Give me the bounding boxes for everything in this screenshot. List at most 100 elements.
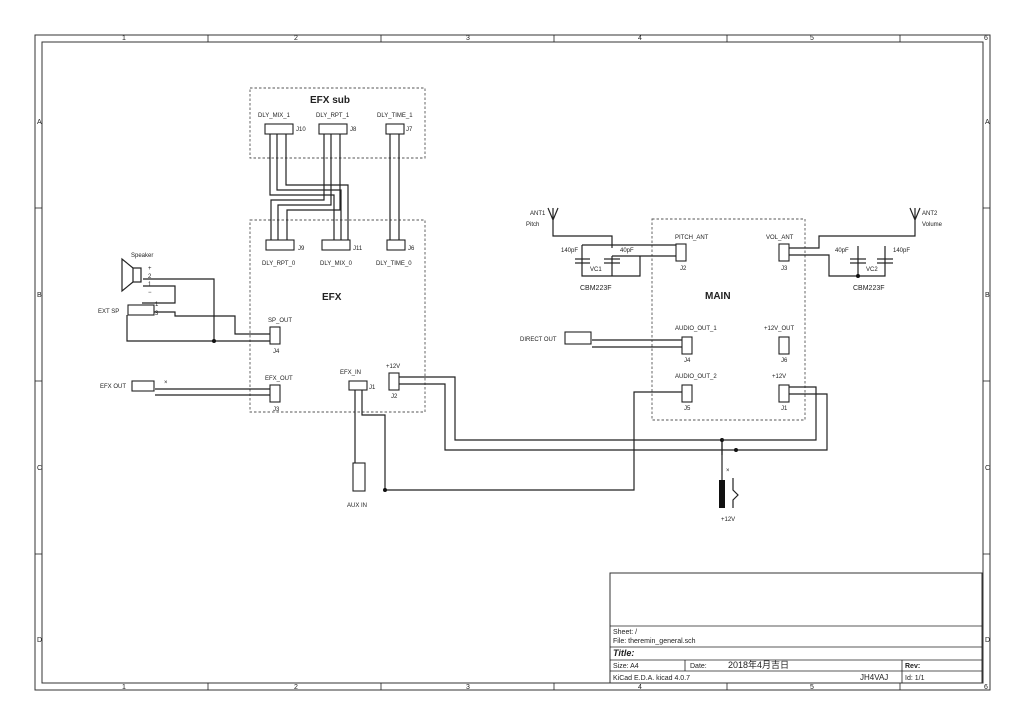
wire-sp-out-1 bbox=[126, 315, 270, 342]
speaker: Speaker + 2 1 − bbox=[121, 253, 153, 296]
col-label: 3 bbox=[466, 684, 470, 691]
ext-sp-jack: EXT SP 1 3 bbox=[98, 302, 159, 317]
col-label: 3 bbox=[466, 35, 470, 42]
connector-ref: J6 bbox=[781, 358, 788, 364]
tb-date-label: Date: bbox=[690, 663, 707, 670]
vc1-part: CBM223F bbox=[580, 285, 612, 292]
efx-sub-sheet[interactable] bbox=[249, 87, 426, 159]
connector-name: EFX_OUT bbox=[265, 376, 293, 382]
connector-name: AUDIO_OUT_2 bbox=[675, 374, 717, 380]
aux-in-jack: AUX IN bbox=[347, 462, 367, 509]
connector-j8 bbox=[318, 123, 348, 135]
connector-ref: J4 bbox=[273, 349, 280, 355]
tb-size: Size: A4 bbox=[613, 663, 639, 670]
tb-author: JH4VAJ bbox=[860, 673, 888, 682]
vc1-ref: VC1 bbox=[590, 267, 602, 273]
connector-ref: J7 bbox=[406, 127, 413, 133]
antenna-2: ANT2 Volume bbox=[789, 207, 943, 249]
connector-audio-out-2 bbox=[681, 384, 693, 403]
wire-main-12v bbox=[722, 386, 817, 441]
no-connect: × bbox=[164, 380, 168, 386]
connector-vol-ant bbox=[778, 243, 790, 262]
vc2-c2: 140pF bbox=[893, 248, 910, 254]
connector-ref: J2 bbox=[680, 266, 687, 272]
col-label: 5 bbox=[810, 35, 814, 42]
row-label: B bbox=[37, 292, 42, 299]
direct-out-label: DIRECT OUT bbox=[520, 337, 557, 343]
wire-12v-a bbox=[399, 376, 723, 455]
connector-name: DLY_TIME_1 bbox=[377, 113, 413, 119]
col-label: 2 bbox=[294, 35, 298, 42]
connector-name: EFX_IN bbox=[340, 370, 361, 376]
connector-efx-in bbox=[348, 380, 368, 391]
junction bbox=[383, 488, 387, 492]
wire-12v-b bbox=[399, 383, 828, 451]
junction bbox=[734, 448, 738, 452]
speaker-label: Speaker bbox=[131, 253, 153, 259]
col-label: 4 bbox=[638, 684, 642, 691]
wire-speaker-plus bbox=[143, 278, 215, 341]
tb-rev: Rev: bbox=[905, 663, 920, 670]
title-block bbox=[609, 572, 983, 684]
connector-name: DLY_MIX_1 bbox=[258, 113, 291, 119]
col-label: 1 bbox=[122, 35, 126, 42]
connector-ref: J1 bbox=[781, 406, 788, 412]
col-label: 6 bbox=[984, 35, 988, 42]
col-label: 2 bbox=[294, 684, 298, 691]
main-sheet[interactable] bbox=[651, 218, 806, 421]
ext-sp-label: EXT SP bbox=[98, 309, 119, 315]
row-label: C bbox=[37, 465, 42, 472]
connector-name: DLY_RPT_1 bbox=[316, 113, 350, 119]
col-label: 4 bbox=[638, 35, 642, 42]
ant2-name: Volume bbox=[922, 222, 943, 228]
wire-sp-out-2 bbox=[154, 311, 270, 335]
efx-out-jack: EFX OUT × bbox=[100, 380, 168, 392]
main-connectors: PITCH_ANT J2 VOL_ANT J3 AUDIO_OUT_1 J4 +… bbox=[675, 235, 795, 412]
connector-ref: J4 bbox=[684, 358, 691, 364]
frame-labels: 1 2 3 4 5 6 1 2 3 4 5 6 A B C D A B C D bbox=[37, 35, 990, 691]
connector-j6 bbox=[386, 239, 406, 251]
vc1: 140pF 40pF VC1 CBM223F bbox=[561, 244, 676, 292]
drawing-frame bbox=[34, 34, 991, 691]
connector-name: DLY_MIX_0 bbox=[320, 261, 353, 267]
ant2-ref: ANT2 bbox=[922, 211, 938, 217]
connector-efx-out bbox=[269, 384, 281, 403]
connector-12v-in bbox=[778, 384, 790, 403]
efx-sheet[interactable] bbox=[249, 219, 426, 413]
connector-name: PITCH_ANT bbox=[675, 235, 709, 241]
tb-date: 2018年4月吉日 bbox=[728, 659, 789, 670]
connector-audio-out-1 bbox=[681, 336, 693, 355]
efx-sub-title: EFX sub bbox=[310, 95, 350, 106]
crossover-wires bbox=[269, 134, 400, 240]
aux-in-label: AUX IN bbox=[347, 503, 367, 509]
tb-sheet: Sheet: / bbox=[613, 629, 637, 636]
connector-name: +12V_OUT bbox=[764, 326, 795, 332]
connector-ref: J11 bbox=[353, 246, 363, 252]
row-label: B bbox=[985, 292, 990, 299]
connector-j7 bbox=[385, 123, 405, 135]
connector-ref: J1 bbox=[369, 385, 376, 391]
connector-name: DLY_RPT_0 bbox=[262, 261, 296, 267]
connector-ref: J9 bbox=[298, 246, 305, 252]
wire-speaker-minus bbox=[142, 285, 176, 304]
efx-title: EFX bbox=[322, 292, 342, 303]
tb-id: Id: 1/1 bbox=[905, 675, 925, 682]
pin-label: 1 bbox=[155, 302, 159, 308]
col-label: 6 bbox=[984, 684, 988, 691]
connector-ref: J3 bbox=[781, 266, 788, 272]
efx-out-label: EFX OUT bbox=[100, 384, 126, 390]
row-label: A bbox=[37, 119, 42, 126]
antenna-1: ANT1 Pitch bbox=[526, 207, 613, 248]
pin-label: − bbox=[148, 290, 152, 296]
efx-connectors: J9 DLY_RPT_0 J11 DLY_MIX_0 J6 DLY_TIME_0… bbox=[262, 239, 415, 413]
tb-file: File: theremin_general.sch bbox=[613, 638, 696, 645]
connector-sp-out bbox=[269, 326, 281, 345]
connector-j10 bbox=[264, 123, 294, 135]
main-title: MAIN bbox=[705, 291, 731, 302]
pin-label: + bbox=[148, 266, 152, 272]
row-label: D bbox=[37, 637, 42, 644]
tb-title: Title: bbox=[613, 648, 634, 658]
ant1-ref: ANT1 bbox=[530, 211, 546, 217]
connector-ref: J5 bbox=[684, 406, 691, 412]
